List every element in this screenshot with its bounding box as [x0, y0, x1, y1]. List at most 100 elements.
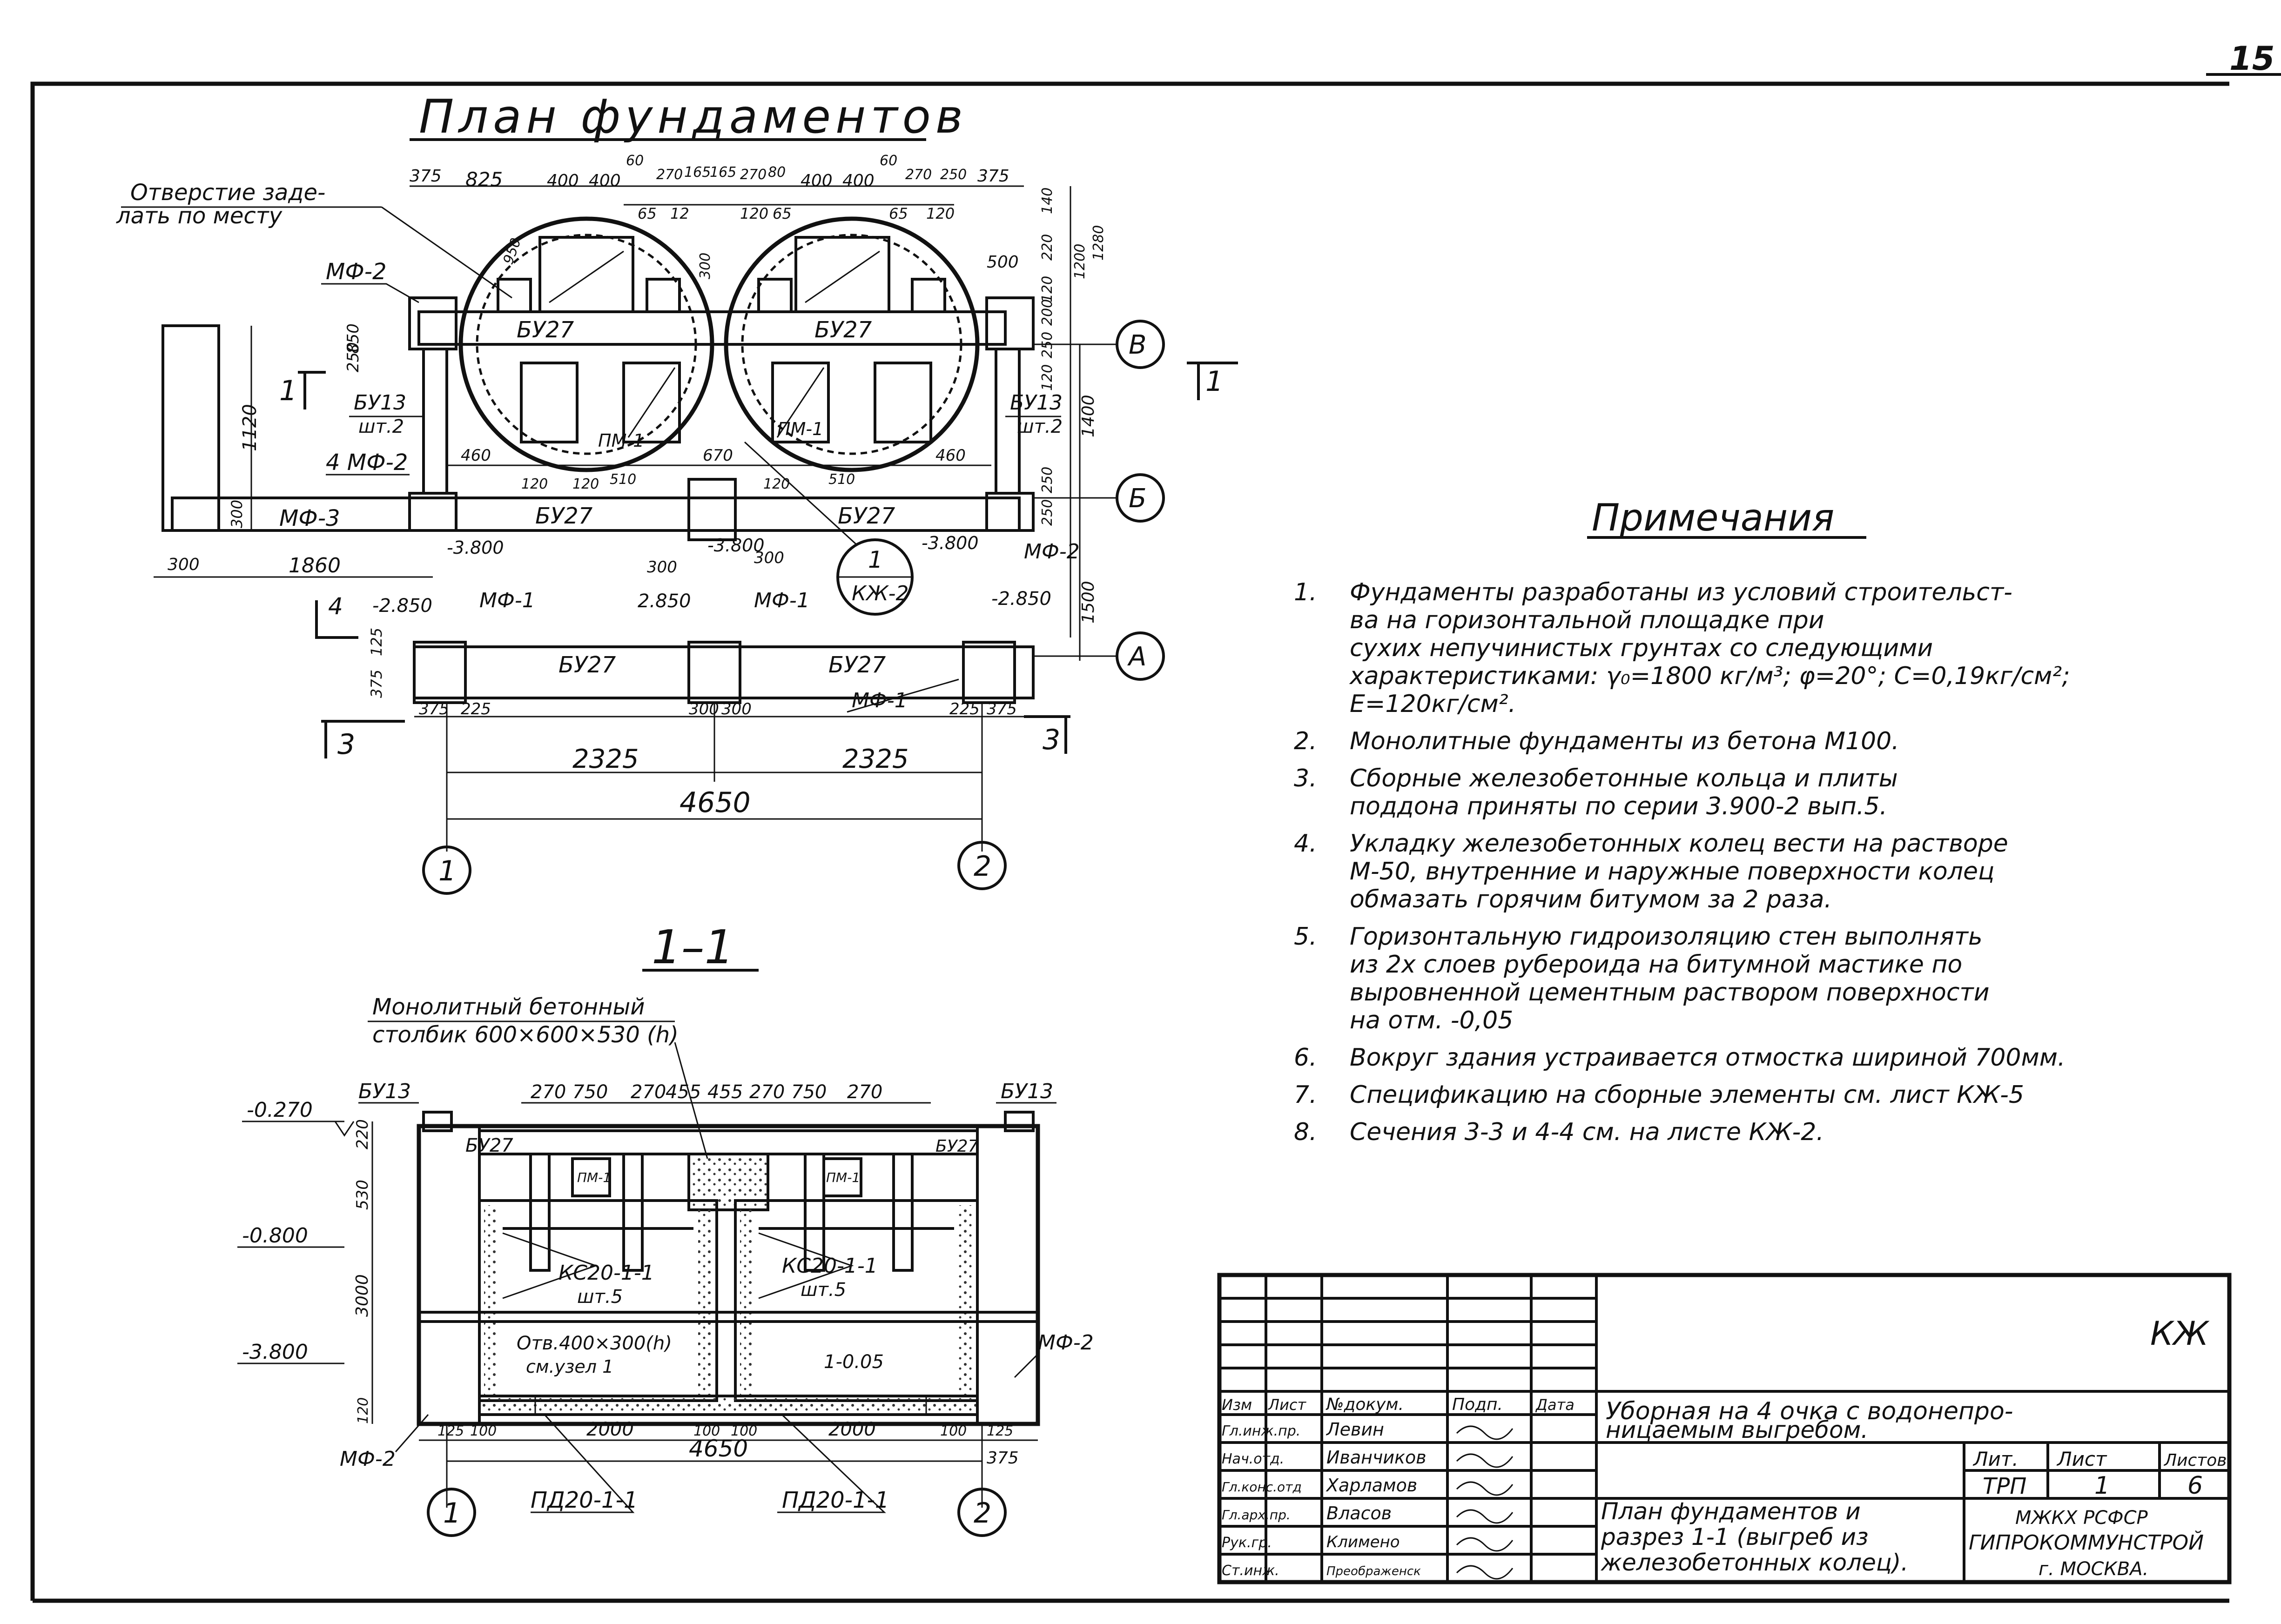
svg-text:65: 65: [889, 205, 908, 222]
plan-mid-dims: 460 670 510 510 120 120 460 120 300 300: [461, 446, 966, 577]
svg-text:80: 80: [768, 164, 786, 181]
label-bu13-a2: шт.2: [358, 416, 404, 437]
sec-axis-2: 2: [974, 1497, 991, 1530]
svg-text:1200: 1200: [1072, 244, 1088, 279]
svg-text:Левин: Левин: [1326, 1419, 1384, 1440]
label-mf1-a: МФ-1: [479, 589, 535, 612]
stamp-code: КЖ: [2150, 1315, 2210, 1353]
dim-1120: 1120: [239, 404, 261, 451]
svg-text:Гл.арх.пр.: Гл.арх.пр.: [1222, 1507, 1291, 1523]
svg-text:375: 375: [410, 167, 442, 186]
svg-text:250: 250: [1039, 467, 1056, 493]
sec-ks-left-2: шт.5: [577, 1286, 623, 1308]
elev-4: -2.850: [372, 595, 432, 617]
notes-list: 1.Фундаменты разработаны из условий стро…: [1294, 578, 2070, 1146]
label-mf2-c: МФ-2: [1024, 540, 1080, 564]
stamp-project-2: ницаемым выгребом.: [1606, 1416, 1868, 1443]
svg-text:120: 120: [1039, 364, 1056, 391]
svg-text:Харламов: Харламов: [1326, 1475, 1417, 1496]
svg-text:220: 220: [353, 1119, 372, 1149]
svg-text:455: 455: [666, 1081, 701, 1103]
foundation-plan: План фундаментов Отверстие заде- лать по…: [116, 89, 1238, 895]
svg-text:100: 100: [940, 1423, 967, 1439]
sec-ks-right-2: шт.5: [801, 1279, 846, 1301]
note-number: 8.: [1294, 1118, 1317, 1146]
stamp-org-1: МЖКХ РСФСР: [2015, 1507, 2148, 1529]
svg-text:Иванчиков: Иванчиков: [1326, 1447, 1426, 1468]
axis-A: А: [1127, 642, 1146, 672]
stamp-org-3: г. МОСКВА.: [2039, 1558, 2148, 1580]
svg-text:Климено: Климено: [1326, 1533, 1400, 1551]
sec-bu27-right: БУ27: [935, 1137, 979, 1156]
label-bu13-a: БУ13: [354, 391, 406, 415]
note-line: Сборные железобетонные кольца и плиты: [1350, 765, 1898, 792]
section-title: 1–1: [652, 920, 734, 974]
note-number: 3.: [1294, 765, 1317, 792]
note-line: Фундаменты разработаны из условий строит…: [1350, 578, 2012, 606]
label-mf3: МФ-3: [279, 505, 340, 531]
plan-title: План фундаментов: [419, 89, 968, 144]
axis-B: Б: [1129, 483, 1146, 514]
svg-text:Изм: Изм: [1222, 1396, 1252, 1414]
svg-text:225: 225: [461, 700, 491, 718]
sec-pd-left: ПД20-1-1: [531, 1487, 638, 1513]
svg-text:670: 670: [703, 446, 733, 465]
svg-text:60: 60: [880, 153, 897, 169]
note-line: поддона приняты по серии 3.900-2 вып.5.: [1350, 792, 1887, 820]
note-number: 5.: [1294, 923, 1317, 951]
plan-top-dims: 375 825 400 400 60 270 165 165 270 80 40…: [410, 153, 1009, 191]
note-line: Укладку железобетонных колец вести на ра…: [1350, 830, 2008, 858]
sec-level-3: -3.800: [242, 1340, 308, 1364]
svg-text:510: 510: [610, 471, 636, 488]
svg-text:Лист: Лист: [1268, 1396, 1306, 1414]
sec-ks-right-1: КС20-1-1: [782, 1254, 878, 1278]
svg-text:120: 120: [740, 205, 768, 222]
svg-text:Лит.: Лит.: [1972, 1448, 2019, 1470]
svg-text:№докум.: №докум.: [1326, 1395, 1404, 1414]
title-block: КЖ Уборная на 4 очка с водонепро- ницаем…: [1217, 1273, 2232, 1584]
page-number: 15: [2229, 40, 2274, 78]
section-top-dims: 270 750 270 455 455 270 750 270: [531, 1081, 882, 1103]
svg-text:300: 300: [647, 558, 677, 577]
sec-bu13-left: БУ13: [358, 1080, 411, 1103]
note-number: 4.: [1294, 830, 1317, 858]
notes-title: Примечания: [1592, 496, 1834, 539]
sec-pd-right: ПД20-1-1: [782, 1487, 889, 1513]
sec-mf2-right: МФ-2: [1038, 1331, 1094, 1355]
svg-text:225: 225: [949, 700, 980, 718]
note-line: выровненной цементным раствором поверхно…: [1350, 979, 1990, 1007]
note-number: 7.: [1294, 1081, 1317, 1109]
svg-text:Преображенск: Преображенск: [1326, 1564, 1421, 1578]
label-mf1-b: МФ-1: [754, 589, 810, 612]
note-line: обмазать горячим битумом за 2 раза.: [1350, 886, 1832, 913]
svg-text:Дата: Дата: [1535, 1396, 1574, 1414]
plan-right-dims: 140 1200 1280 120 220 200 250 120 250 25…: [1039, 188, 1107, 526]
sec-total: 4650: [689, 1435, 748, 1462]
svg-text:400: 400: [842, 171, 875, 190]
svg-text:65: 65: [638, 205, 657, 222]
svg-text:60: 60: [626, 153, 644, 169]
dim-250: 250: [344, 342, 363, 372]
svg-text:270: 270: [740, 167, 767, 183]
sec-bu27-left: БУ27: [465, 1135, 513, 1156]
note-line: Горизонтальную гидроизоляцию стен выполн…: [1350, 923, 1983, 951]
svg-text:300: 300: [754, 549, 784, 567]
svg-text:65: 65: [773, 205, 792, 222]
svg-text:120: 120: [926, 205, 955, 222]
dim-375: 375: [368, 670, 385, 698]
label-bu27-c: БУ27: [535, 503, 593, 529]
sec-bu13-right: БУ13: [1001, 1080, 1053, 1103]
sec-axis-1: 1: [443, 1497, 461, 1530]
dim-1400: 1400: [1079, 395, 1098, 437]
note-line: Вокруг здания устраивается отмостка шири…: [1350, 1044, 2066, 1072]
svg-text:250: 250: [1039, 499, 1056, 526]
svg-text:220: 220: [1039, 234, 1056, 261]
label-pm1-a: ПМ-1: [598, 430, 644, 451]
svg-text:270: 270: [631, 1081, 666, 1103]
note-line: М-50, внутренние и наружные поверхности …: [1350, 858, 1994, 886]
stamp-project-1: Уборная на 4 очка с водонепро-: [1606, 1397, 2013, 1425]
section-bottom-dims: 125 100 2000 100 100 2000 100 125: [437, 1419, 1013, 1440]
svg-text:375: 375: [977, 167, 1009, 186]
axis-1: 1: [438, 855, 456, 887]
